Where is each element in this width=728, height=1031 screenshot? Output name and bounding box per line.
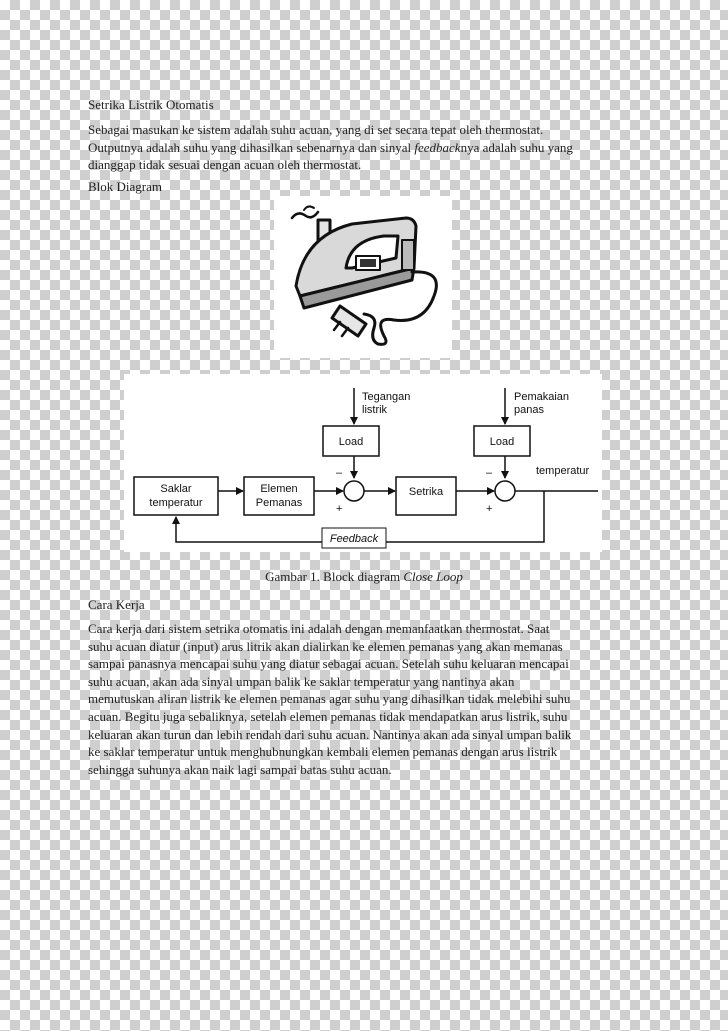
- panas-label: panas: [514, 404, 544, 416]
- setrika-block: [395, 476, 457, 516]
- cara-kerja-heading: Cara Kerja: [88, 597, 145, 612]
- paragraph-line: acuan. Begitu juga sebaliknya, setelah e…: [88, 708, 568, 724]
- paragraph-line: sehingga suhunya akan naik lagi sampai b…: [88, 761, 392, 777]
- output-temperatur-label: temperatur: [536, 465, 590, 477]
- block-diagram: Tegangan listrik Pemakaian panas Load Lo…: [124, 374, 602, 552]
- summing-junction-1: [343, 480, 365, 502]
- intro-paragraph: Sebagai masukan ke sistem adalah suhu ac…: [88, 121, 648, 174]
- pemanas-label: Pemanas: [256, 497, 303, 509]
- block-diagram-svg: Tegangan listrik Pemakaian panas Load Lo…: [133, 388, 598, 549]
- paragraph-line: suhu acuan diatur (input) arus litrik ak…: [88, 638, 563, 654]
- blok-diagram-heading: Blok Diagram: [88, 179, 163, 194]
- cara-kerja-paragraph: Cara kerja dari sistem setrika otomatis …: [88, 620, 648, 778]
- caption-prefix: Gambar 1. Block diagram: [265, 569, 404, 584]
- pemakaian-label: Pemakaian: [514, 391, 569, 403]
- figure-caption: Gambar 1. Block diagram Close Loop: [0, 569, 728, 585]
- intro-line-2-start: Outputnya adalah suhu yang dihasilkan se…: [88, 139, 415, 155]
- setrika-label: Setrika: [409, 486, 444, 498]
- feedback-label-box: [321, 527, 387, 549]
- paragraph-line: Cara kerja dari sistem setrika otomatis …: [88, 621, 550, 636]
- summing-junction-2: [494, 480, 516, 502]
- paragraph-line: keluaran akan turun dan lebih rendah dar…: [88, 726, 572, 742]
- caption-italic: Close Loop: [403, 569, 463, 584]
- intro-line-3: dianggap tidak sesuai dengan acuan oleh …: [88, 157, 362, 173]
- paragraph-line: ke saklar temperatur untuk menghubnungka…: [88, 744, 558, 760]
- load-1-label: Load: [339, 436, 363, 448]
- paragraph-line: sampai panasnya mencapai suhu yang diatu…: [88, 656, 569, 672]
- listrik-label: listrik: [362, 404, 388, 416]
- temperatur-block-label: temperatur: [149, 497, 203, 509]
- minus-sign-2: –: [486, 467, 493, 479]
- paragraph-line: memutuskan aliran listrik ke elemen pema…: [88, 691, 571, 707]
- saklar-temperatur-block: [133, 476, 219, 516]
- elemen-label: Elemen: [260, 483, 297, 495]
- elemen-pemanas-block: [243, 476, 315, 516]
- intro-line-1: Sebagai masukan ke sistem adalah suhu ac…: [88, 122, 544, 137]
- paragraph-line: suhu acuan, akan ada sinyal umpan balik …: [88, 673, 515, 689]
- plus-sign-1: +: [336, 503, 342, 515]
- section-title: Setrika Listrik Otomatis: [88, 97, 214, 112]
- intro-line-2-end: nya adalah suhu yang: [460, 139, 573, 155]
- feedback-italic: feedback: [414, 139, 461, 155]
- iron-illustration: [274, 196, 452, 358]
- load-2-label: Load: [490, 436, 514, 448]
- iron-icon: [290, 205, 438, 346]
- saklar-label: Saklar: [160, 483, 192, 495]
- minus-sign-1: –: [336, 467, 343, 479]
- plus-sign-2: +: [486, 503, 492, 515]
- feedback-label: Feedback: [330, 533, 379, 545]
- load-block-1: [322, 425, 380, 457]
- load-block-2: [473, 425, 531, 457]
- intro-line-2: Outputnya adalah suhu yang dihasilkan se…: [88, 139, 648, 157]
- tegangan-label: Tegangan: [362, 391, 410, 403]
